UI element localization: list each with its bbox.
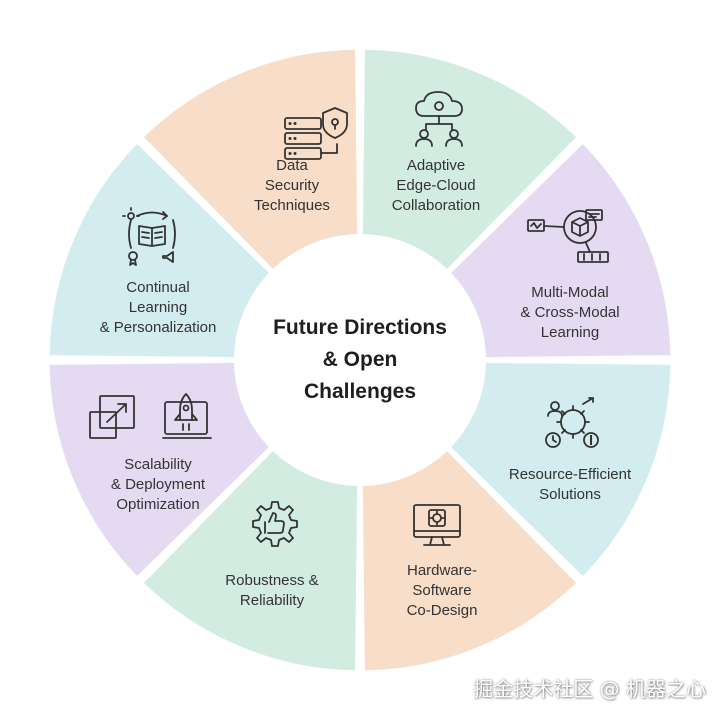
- segment-label-resource-efficient: Resource-Efficient Solutions: [508, 466, 632, 503]
- scale-arrows-icon: [89, 395, 135, 439]
- segment-label-hardware-software: Hardware- Software Co-Design: [406, 562, 478, 619]
- gear-thumbs-up-icon: [252, 501, 298, 547]
- segment-label-data-security: Data Security Techniques: [254, 157, 330, 214]
- segment-label-scalability: Scalability & Deployment Optimization: [110, 456, 206, 513]
- watermark: 掘金技术社区 @ 机器之心: [473, 677, 706, 701]
- segment-label-robustness: Robustness & Reliability: [225, 572, 319, 609]
- segment-label-adaptive-edge-cloud: Adaptive Edge-Cloud Collaboration: [391, 157, 481, 214]
- center-circle: [234, 234, 486, 486]
- rocket-laptop-icon: [162, 393, 212, 439]
- segment-label-continual-learning: Continual Learning & Personalization: [99, 279, 217, 336]
- resource-gear-icon: [545, 397, 599, 448]
- monitor-chip-icon: [413, 504, 461, 546]
- server-shield-icon: [284, 107, 348, 160]
- book-cycle-icon: [122, 207, 176, 266]
- center-title: Future Directions & Open Challenges: [273, 316, 447, 403]
- multimodal-cube-icon: [527, 209, 609, 263]
- cloud-network-icon: [415, 91, 463, 147]
- segment-label-multimodal: Multi-Modal & Cross-Modal Learning: [520, 284, 620, 341]
